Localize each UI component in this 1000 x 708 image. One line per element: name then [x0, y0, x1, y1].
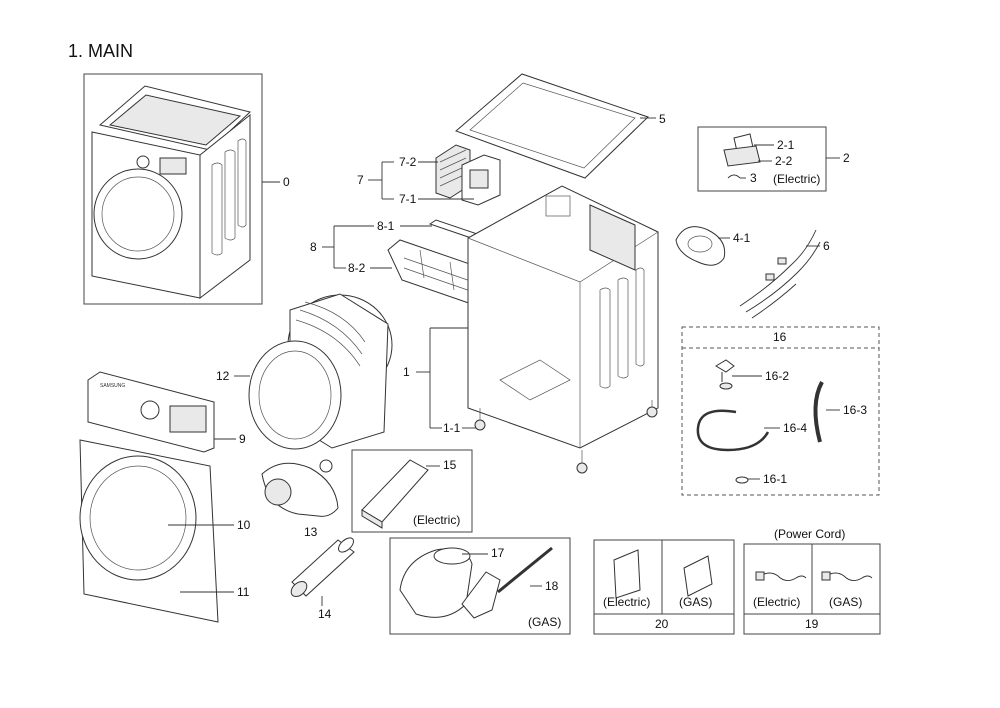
label-16-4: 16-4: [783, 421, 807, 435]
label-4-1: 4-1: [733, 231, 751, 245]
label-8-1: 8-1: [377, 219, 395, 233]
label-7-1: 7-1: [399, 192, 417, 206]
page-title: 1. MAIN: [68, 41, 133, 61]
label-8-2: 8-2: [348, 261, 366, 275]
part-15-heater-box[interactable]: [351, 449, 473, 533]
label-12: 12: [216, 369, 230, 383]
label-0: 0: [283, 175, 290, 189]
label-20-electric: (Electric): [603, 595, 650, 609]
label-16-3: 16-3: [843, 403, 867, 417]
label-3: 3: [750, 171, 757, 185]
label-11: 11: [237, 585, 250, 599]
part-10-door[interactable]: [79, 455, 197, 581]
label-19: 19: [805, 617, 819, 631]
label-15-electric: (Electric): [413, 513, 460, 527]
part-1-cabinet[interactable]: [467, 185, 659, 474]
part-19-power-cord-box[interactable]: [743, 543, 881, 635]
part-17-18-gas-box[interactable]: [389, 537, 571, 635]
label-7-2: 7-2: [399, 155, 417, 169]
label-18: 18: [545, 579, 559, 593]
label-power-cord: (Power Cord): [774, 527, 845, 541]
label-17-18-gas: (GAS): [528, 615, 561, 629]
part-9-control-panel[interactable]: SAMSUNG: [87, 371, 215, 453]
brand-text: SAMSUNG: [100, 383, 125, 389]
part-4-1-vent-cover[interactable]: [675, 226, 726, 266]
label-2: 2: [843, 151, 850, 165]
part-16-hose-kit[interactable]: [681, 326, 880, 496]
part-2-box[interactable]: [697, 126, 827, 192]
label-13: 13: [304, 525, 318, 539]
label-15: 15: [443, 458, 457, 472]
label-16-1: 16-1: [763, 472, 787, 486]
label-10: 10: [237, 518, 251, 532]
part-20-bracket-box[interactable]: [593, 539, 735, 635]
part-14-duct[interactable]: [288, 535, 356, 599]
label-20-gas: (GAS): [679, 595, 712, 609]
label-17: 17: [491, 546, 505, 560]
label-2-electric: (Electric): [773, 172, 820, 186]
label-2-1: 2-1: [777, 138, 795, 152]
part-13-blower[interactable]: [261, 459, 339, 517]
label-8: 8: [310, 240, 317, 254]
label-5: 5: [659, 112, 666, 126]
part-6-wire-harness[interactable]: [739, 229, 821, 319]
label-14: 14: [318, 607, 332, 621]
label-19-gas: (GAS): [829, 595, 862, 609]
label-1-1: 1-1: [443, 421, 461, 435]
label-7: 7: [357, 173, 364, 187]
label-2-2: 2-2: [775, 154, 793, 168]
label-6: 6: [823, 239, 830, 253]
label-16: 16: [773, 330, 787, 344]
part-12-drum[interactable]: [248, 293, 393, 450]
label-16-2: 16-2: [765, 369, 789, 383]
part-5-top-plate[interactable]: [455, 73, 649, 179]
label-20: 20: [655, 617, 669, 631]
part-0-dryer-assembly[interactable]: [83, 73, 263, 305]
part-7-1-housing[interactable]: [461, 154, 501, 206]
label-19-electric: (Electric): [753, 595, 800, 609]
label-9: 9: [239, 432, 246, 446]
label-1: 1: [403, 365, 410, 379]
